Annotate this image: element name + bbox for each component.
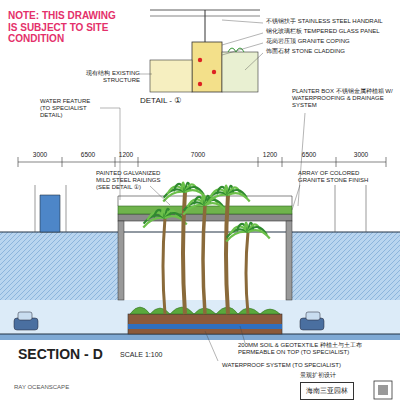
title-block-text: 景观扩初设计	[300, 372, 380, 379]
detail-callout: 花岗岩压顶 GRANITE COPING	[266, 38, 396, 45]
dimension-text: 7000	[180, 151, 216, 158]
dimension-line	[18, 157, 386, 167]
detail-drawing	[140, 10, 263, 92]
palm-trunk	[226, 195, 228, 314]
cars	[14, 312, 324, 330]
detail-callout: 现有结构 EXISTING STRUCTURE	[70, 70, 140, 84]
leader-lines	[100, 108, 305, 361]
callout-text: ARRAY OF COLORED GRANITE STONE FINISH	[298, 170, 378, 184]
detail-callout: 钢化玻璃栏板 TEMPERED GLASS PANEL	[266, 28, 396, 35]
palm-trunk	[203, 205, 205, 314]
palm-frond	[228, 193, 250, 201]
section-title: SECTION - D	[18, 346, 128, 362]
callout-text: WATERPROOF SYSTEM (TO SPECIALIST)	[222, 362, 372, 369]
sunken-planter	[128, 183, 282, 334]
palm-frond	[248, 230, 270, 238]
ground-section	[0, 185, 400, 340]
detail-title: DETAIL - ①	[140, 96, 200, 105]
dimension-text: 3000	[343, 151, 379, 158]
palm-trunk	[246, 232, 248, 314]
scale-text: SCALE 1:100	[120, 351, 180, 359]
callout-text: PLANTER BOX 不锈钢金属种植箱 W/ WATERPROOFING & …	[292, 88, 396, 109]
palm-frond	[205, 203, 227, 211]
callout-text: PAINTED GALVANIZED MILD STEEL RAILINGS (…	[96, 170, 166, 191]
dimension-text: 6500	[291, 151, 327, 158]
logo-mark	[378, 385, 388, 395]
title-block-text: 海南三亚园林	[306, 386, 348, 396]
detail-callout: 饰面石材 STONE CLADDING	[266, 48, 396, 55]
dimension-text: 3000	[22, 151, 58, 158]
callout-text: WATER FEATURE (TO SPECIALIST DETAIL)	[40, 98, 102, 119]
signature-text: RAY OCEANSCAPE	[14, 384, 134, 391]
logo-mark	[374, 381, 392, 399]
callout-text: 200MM SOIL & GEOTEXTILE 种植土与土工布 PERMEABL…	[238, 342, 398, 356]
dimension-text: 6500	[70, 151, 106, 158]
dimension-text: 1200	[254, 151, 286, 158]
dimension-text: 1200	[110, 151, 142, 158]
detail-callout: 不锈钢扶手 STAINLESS STEEL HANDRAIL	[266, 18, 396, 25]
title-block: 海南三亚园林	[300, 382, 354, 400]
note-text: NOTE: THIS DRAWING IS SUBJECT TO SITE CO…	[8, 10, 120, 45]
palm-trunk	[163, 218, 165, 314]
